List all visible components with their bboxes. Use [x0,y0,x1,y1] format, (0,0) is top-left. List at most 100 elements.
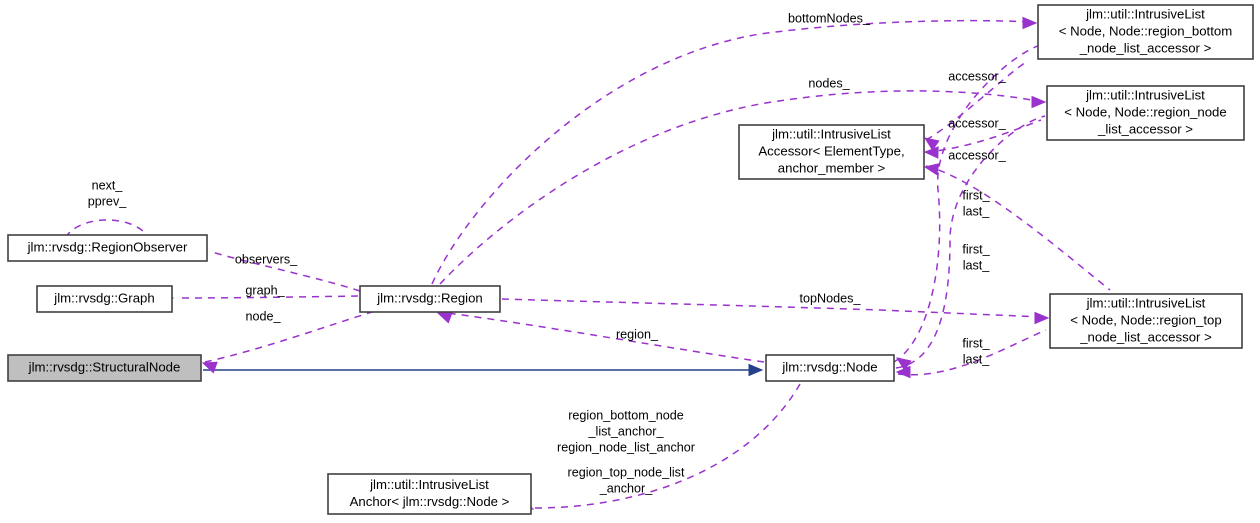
edge-label-next-pprev-line-0: next_ [92,178,124,192]
edge-label-bottomnodes-line-0: bottomNodes_ [788,11,871,25]
edge-label-first-last-1: first_ last_ [962,188,990,218]
arrow-to-accessor-top [923,137,940,151]
edge-region-to-intrusivelist-top [501,298,1045,318]
node-regionobserver-box[interactable] [7,234,208,262]
node-structuralnode-box[interactable] [7,354,202,382]
edge-label-accessor-2-line-0: accessor_ [948,116,1006,130]
arrow-to-node-b [895,357,912,371]
edge-label-bottomnodes: bottomNodes_ [788,11,871,25]
node-intrusivelistanchor-node-label-line-0: jlm::util::IntrusiveList [369,477,489,492]
node-intrusivelist-region-node-list-accessor[interactable]: jlm::util::IntrusiveList< Node, Node::re… [1046,85,1245,141]
node-structuralnode[interactable]: jlm::rvsdg::StructuralNode [7,354,202,382]
node-intrusivelist-region-node-list-accessor-box[interactable] [1046,85,1245,141]
node-intrusivelistanchor-node-box[interactable] [327,473,532,515]
node-intrusivelist-region-node-list-accessor-label-line-2: _list_accessor > [1097,121,1193,136]
edge-label-graph: graph_ [245,283,285,297]
node-intrusivelist-region-bottom-node-list-accessor-box[interactable] [1037,4,1254,60]
node-intrusivelist-region-top-node-list-accessor-label-line-2: _node_list_accessor > [1079,329,1212,344]
node-regionobserver-label-line-0: jlm::rvsdg::RegionObserver [27,239,188,254]
node-region-label-line-0: jlm::rvsdg::Region [376,290,483,305]
edge-label-nodes: nodes_ [808,76,850,90]
edge-label-observers: observers_ [235,252,298,266]
arrow-to-list-bottom [1022,16,1038,30]
node-regionobserver[interactable]: jlm::rvsdg::RegionObserver [7,234,208,262]
edge-label-topnodes-line-0: topNodes_ [800,291,862,305]
node-intrusivelist-region-bottom-node-list-accessor-label-line-0: jlm::util::IntrusiveList [1085,6,1205,21]
edge-label-next-pprev-line-1: pprev_ [88,194,128,208]
edge-label-region: region_ [616,327,659,341]
arrow-to-node-c [895,365,911,379]
edges-layer [61,19,1111,509]
edge-region-to-graph [177,295,359,299]
node-graph-label-line-0: jlm::rvsdg::Graph [53,290,154,305]
node-intrusivelist-region-node-list-accessor-label-line-1: < Node, Node::region_node [1064,104,1226,119]
edge-label-region-node-list-anchors-line-1: _list_anchor_ [588,424,665,438]
edge-label-region-node-list-anchors-line-0: region_bottom_node [568,408,684,422]
node-node-box[interactable] [765,354,895,382]
node-intrusivelist-region-bottom-node-list-accessor-label-line-1: < Node, Node::region_bottom [1059,23,1232,38]
nodes-layer: jlm::rvsdg::StructuralNode jlm::rvsdg::Re… [7,4,1254,515]
node-intrusivelist-region-top-node-list-accessor-box[interactable] [1049,293,1243,349]
arrow-to-list-node [1031,95,1047,109]
edge-region-to-intrusivelist-bottom [431,19,1033,285]
edge-label-accessor-3-line-0: accessor_ [948,148,1006,162]
edge-label-node-line-0: node_ [245,309,281,323]
edge-label-region-top-node-list-anchor-line-0: region_top_node_list [568,465,685,479]
node-graph-box[interactable] [36,285,173,313]
edge-structuralnode-to-region [204,311,373,363]
node-intrusivelist-region-bottom-node-list-accessor-label-line-2: _node_list_accessor > [1079,40,1212,55]
edge-label-first-last-1-line-0: first_ [962,188,990,202]
node-intrusivelistaccessor-label-line-1: Accessor< ElementType, [758,143,904,158]
edge-label-accessor-1-line-0: accessor_ [948,69,1006,83]
edge-label-region-top-node-list-anchor-line-1: _anchor_ [599,481,654,495]
edge-label-accessor-2: accessor_ [948,116,1006,130]
node-graph[interactable]: jlm::rvsdg::Graph [36,285,173,313]
node-node[interactable]: jlm::rvsdg::Node [765,354,895,382]
edge-node-to-list-top [897,329,1047,376]
node-intrusivelistaccessor-label-line-2: anchor_member > [778,160,886,175]
arrow-inherit-node [748,363,764,377]
node-region-box[interactable] [359,285,501,313]
edge-label-region-node-list-anchors-line-2: region_node_list_anchor [557,440,695,454]
edge-label-first-last-2: first_last_ [962,242,990,272]
edge-labels-layer: next_pprev_observers_graph_node_region_b… [88,11,1007,495]
edge-anchor-to-node [534,383,801,509]
node-intrusivelist-region-top-node-list-accessor-label-line-1: < Node, Node::region_top [1070,312,1221,327]
node-intrusivelistanchor-node-label-line-1: Anchor< jlm::rvsdg::Node > [350,494,510,509]
node-intrusivelistaccessor-box[interactable] [738,124,925,180]
edge-label-topnodes: topNodes_ [800,291,862,305]
node-intrusivelist-region-node-list-accessor-label-line-0: jlm::util::IntrusiveList [1085,87,1205,102]
arrow-to-structuralnode [201,361,218,374]
edge-accessor-to-intrusivelist-bottom [925,61,1027,141]
node-intrusivelist-region-bottom-node-list-accessor[interactable]: jlm::util::IntrusiveList< Node, Node::re… [1037,4,1254,60]
edge-label-graph-line-0: graph_ [245,283,285,297]
edge-label-first-last-3: first_ last_ [962,336,990,366]
arrow-to-list-top [1034,311,1050,325]
edge-label-first-last-1-line-1: last_ [963,204,991,218]
node-structuralnode-label-line-0: jlm::rvsdg::StructuralNode [28,359,181,374]
edge-node-to-region [439,311,765,363]
edge-accessor-to-intrusivelist-node [925,119,1042,153]
node-node-label-line-0: jlm::rvsdg::Node [781,359,877,374]
edge-label-accessor-3: accessor_ [948,148,1006,162]
edge-label-first-last-3-line-0: first_ [962,336,990,350]
node-region[interactable]: jlm::rvsdg::Region [359,285,501,313]
edge-label-first-last-3-line-1: last_ [963,352,991,366]
arrow-to-accessor-mid [923,146,939,159]
edge-node-to-list-node [895,115,1046,369]
edge-label-region-node-list-anchors: region_bottom_node _list_anchor_ region_no… [557,408,695,454]
node-intrusivelistaccessor-label-line-0: jlm::util::IntrusiveList [771,126,891,141]
edge-label-region-top-node-list-anchor: region_top_node_list _anchor_ [568,465,685,495]
edge-accessor-to-intrusivelist-top [925,165,1111,291]
edge-label-observers-line-0: observers_ [235,252,298,266]
arrow-to-accessor-bot [923,163,940,176]
edge-region-to-regionobserver [211,251,361,292]
node-intrusivelist-region-top-node-list-accessor[interactable]: jlm::util::IntrusiveList< Node, Node::re… [1049,293,1243,349]
edge-label-node: node_ [245,309,281,323]
edge-label-accessor-1: accessor_ [948,69,1006,83]
edge-label-nodes-line-0: nodes_ [808,76,850,90]
edge-label-next-pprev: next_ pprev_ [88,178,128,208]
